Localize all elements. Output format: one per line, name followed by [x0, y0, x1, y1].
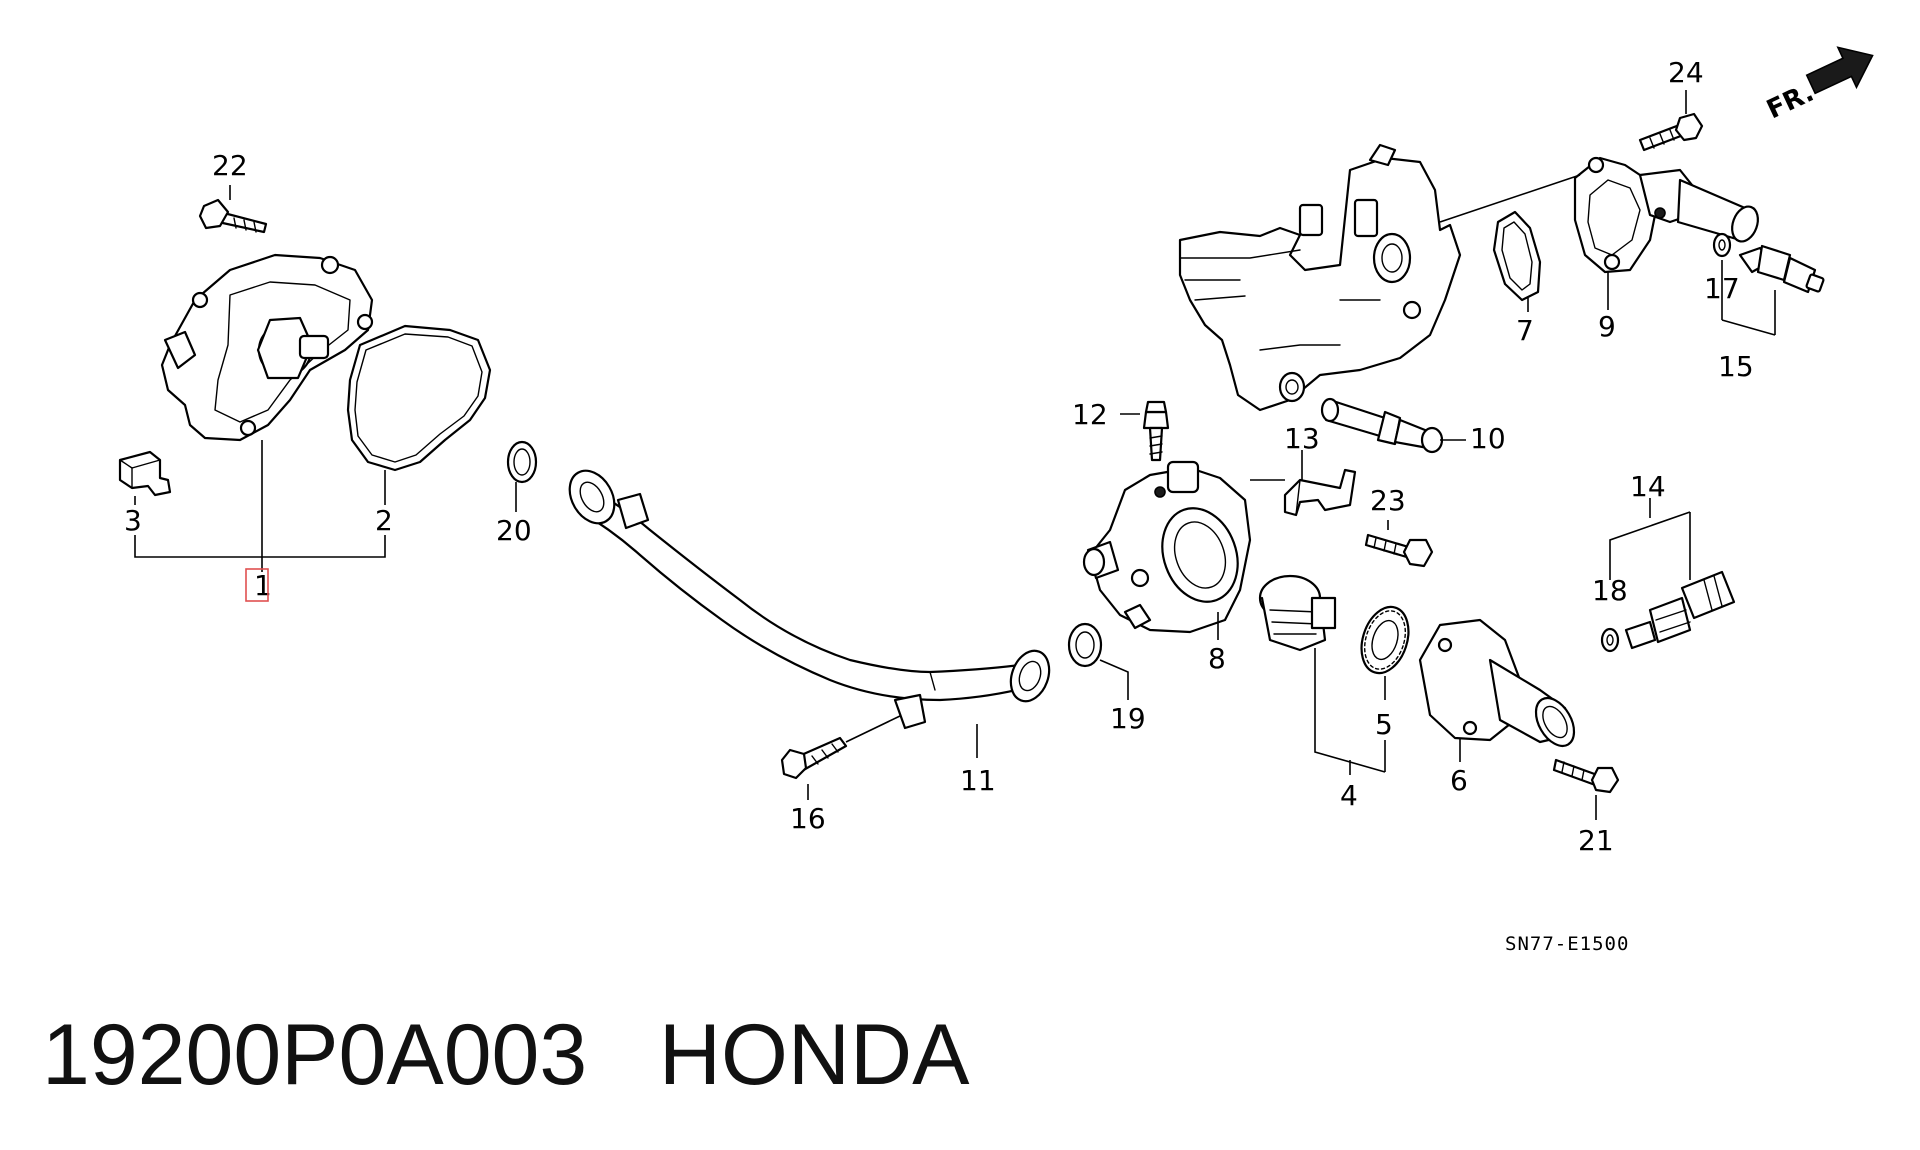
stay-part[interactable]	[1283, 468, 1357, 517]
bolt-21-part[interactable]	[1552, 758, 1620, 794]
callout-7: 7	[1516, 314, 1534, 347]
brand-name: HONDA	[658, 1007, 970, 1103]
callout-labels: 1 2 3 4 5 6 7 8 9 10 11 12 13 14 15 16 1…	[124, 56, 1754, 857]
callout-13: 13	[1284, 422, 1320, 455]
water-outlet-9-part[interactable]	[1573, 156, 1762, 274]
bleed-bolt-part[interactable]	[1142, 400, 1170, 462]
cylinder-head-section	[1178, 143, 1462, 412]
callout-12: 12	[1072, 398, 1108, 431]
thermostat-seal-part[interactable]	[1354, 601, 1417, 679]
callout-22: 22	[212, 149, 248, 182]
arrow-icon	[1805, 46, 1874, 95]
callout-19: 19	[1110, 702, 1146, 735]
callout-8: 8	[1208, 642, 1226, 675]
temp-sensor-14-part[interactable]	[1624, 570, 1736, 650]
callout-5: 5	[1375, 708, 1393, 741]
bolt-23-part[interactable]	[1364, 533, 1434, 568]
callout-4: 4	[1340, 779, 1358, 812]
thermostat-housing-part[interactable]	[1082, 460, 1252, 634]
thermostat-part[interactable]	[1258, 574, 1337, 652]
callout-15: 15	[1718, 350, 1754, 383]
callout-20: 20	[496, 514, 532, 547]
washer-18-part[interactable]	[1600, 627, 1620, 653]
callout-1: 1	[254, 569, 272, 602]
bolt-16-part[interactable]	[780, 736, 848, 780]
gasket-part[interactable]	[346, 324, 492, 472]
o-ring-20-part[interactable]	[506, 440, 538, 484]
direction-label: FR.	[1762, 78, 1818, 126]
part-number: 19200P0A003	[42, 1007, 588, 1103]
callout-21: 21	[1578, 824, 1614, 857]
bolt-24-part[interactable]	[1638, 112, 1704, 152]
temp-sensor-15-part[interactable]	[1738, 244, 1825, 294]
callout-1-highlight	[245, 568, 269, 602]
callout-2: 2	[375, 504, 393, 537]
callout-3: 3	[124, 504, 142, 537]
o-ring-19-part[interactable]	[1067, 622, 1103, 668]
diagram-reference-code: SN77-E1500	[1505, 933, 1629, 955]
callout-23: 23	[1370, 484, 1406, 517]
callout-16: 16	[790, 802, 826, 835]
leader-lines	[134, 90, 1776, 820]
callout-9: 9	[1598, 310, 1616, 343]
water-pipe-part[interactable]	[561, 463, 1056, 730]
gasket-7-part[interactable]	[1492, 210, 1542, 302]
callout-11: 11	[960, 764, 996, 797]
bolt-22-part[interactable]	[198, 198, 268, 234]
washer-17-part[interactable]	[1712, 232, 1732, 258]
callout-10: 10	[1470, 422, 1506, 455]
joint-pipe-part[interactable]	[1320, 397, 1444, 454]
part-caption: 19200P0A003 HONDA	[42, 1012, 969, 1098]
callout-18: 18	[1592, 574, 1628, 607]
callout-17: 17	[1704, 272, 1740, 305]
front-direction-indicator: FR.	[1762, 46, 1874, 126]
callout-24: 24	[1668, 56, 1704, 89]
bracket-part[interactable]	[118, 450, 172, 497]
water-pump-part[interactable]	[160, 253, 374, 442]
callout-6: 6	[1450, 764, 1468, 797]
callout-14: 14	[1630, 470, 1666, 503]
water-outlet-part[interactable]	[1418, 618, 1582, 753]
